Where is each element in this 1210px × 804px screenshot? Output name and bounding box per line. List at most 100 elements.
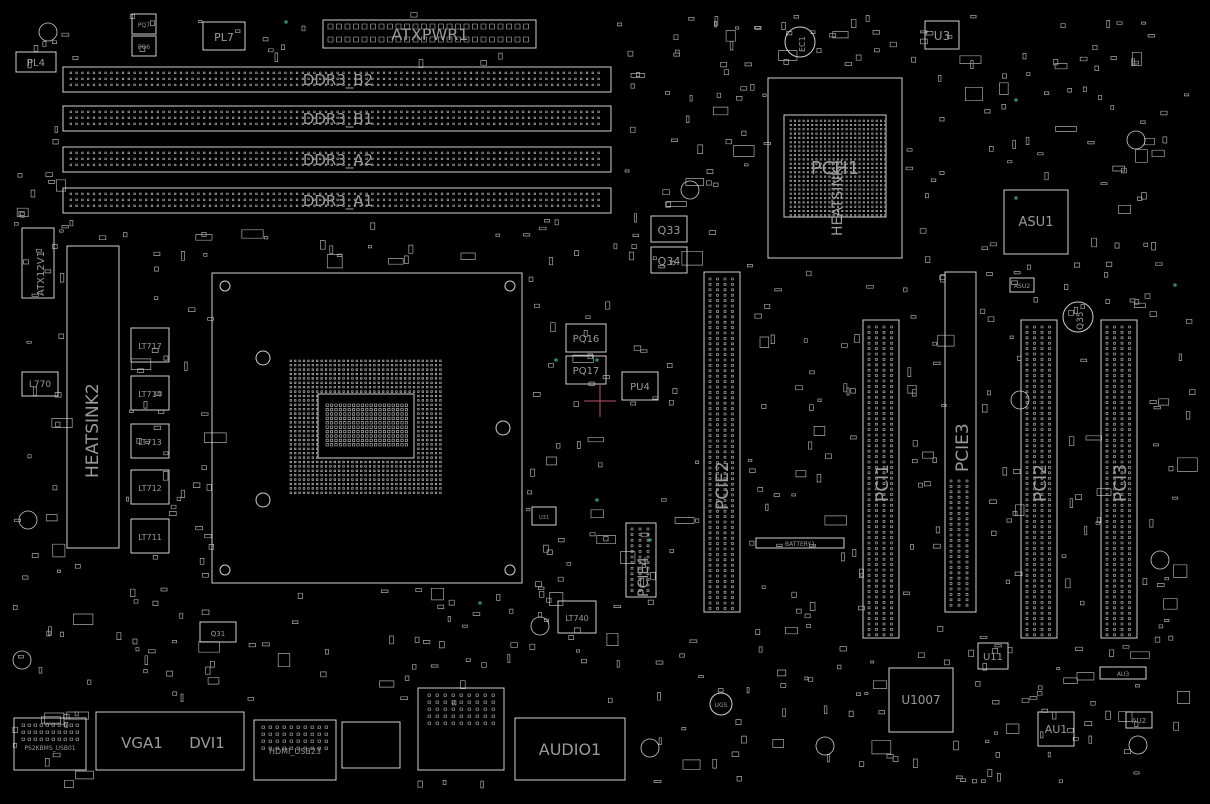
label-lt713: LT713 — [138, 438, 162, 447]
ddr3-slot-a1: DDR3_A1 — [62, 187, 612, 214]
label-u11: U11 — [983, 652, 1003, 663]
label-lt714: LT714 — [138, 390, 162, 399]
port-hdmi-usb23: HDMI_USB23 — [253, 719, 337, 781]
chip-au1: AU1 — [1037, 711, 1075, 747]
mosfet-pq7: PQ7 — [131, 13, 157, 35]
choke-lt717: LT717 — [130, 327, 170, 363]
chip-ugs: UGS — [709, 692, 733, 716]
label-ugs: UGS — [715, 702, 728, 709]
label-pq7: PQ7 — [138, 22, 150, 29]
inductor-l770: L770 — [21, 371, 59, 397]
label-battery1: BATTERY1 — [785, 541, 815, 548]
label-pcie2: PCIE2 — [713, 461, 733, 510]
label-pl7: PL7 — [214, 31, 234, 44]
choke-lt714: LT714 — [130, 375, 170, 411]
label-ddr3-a2: DDR3_A2 — [303, 151, 373, 170]
crosshair-marker — [584, 385, 616, 417]
inductor-pl7: PL7 — [202, 21, 246, 51]
label-heatsink1: HEATSINK1 — [830, 158, 846, 236]
decorative-components — [12, 12, 1198, 789]
label-ps2kbms: PS2KBMS_USB01 — [24, 745, 75, 752]
label-pcie3: PCIE3 — [953, 423, 973, 472]
label-lt712: LT712 — [138, 484, 162, 493]
label-dvi1: DVI1 — [189, 734, 225, 752]
chip-u31: U31 — [531, 506, 557, 526]
chip-pu4: PU4 — [621, 371, 659, 401]
slot-pci2: PCI2 — [1020, 319, 1058, 639]
pch-chip: PCH1 HEATSINK1 — [767, 77, 903, 259]
slot-pcie4: PCIE4 — [625, 522, 657, 598]
label-atx12v1: ATX12V1 — [36, 251, 47, 296]
atx-power-connector: ATXPWR1 — [322, 19, 537, 49]
label-pci1: PCI1 — [873, 464, 893, 502]
chip-u11: U11 — [977, 642, 1009, 670]
choke-lt711: LT711 — [130, 518, 170, 554]
label-pci2: PCI2 — [1031, 464, 1051, 502]
transistor-q35: Q35 — [1062, 301, 1094, 333]
label-u1007: U1007 — [901, 693, 940, 707]
label-ec1: EC1 — [798, 36, 807, 52]
label-au2: AU2 — [1132, 717, 1146, 725]
port-vga-dvi: VGA1 DVI1 — [95, 711, 245, 771]
label-q31: Q31 — [211, 630, 225, 638]
label-lt711: LT711 — [138, 533, 162, 542]
cpu-pin-array — [289, 359, 442, 494]
ddr3-slot-a2: DDR3_A2 — [62, 146, 612, 173]
slot-pcie2: PCIE2 — [703, 271, 741, 613]
label-pu4: PU4 — [630, 382, 650, 393]
major-components: ATXPWR1 DDR3_B2 DDR3_B1 DDR3_A2 DDR3_A1 … — [13, 13, 1153, 781]
chip-asu1: ASU1 — [1003, 189, 1069, 255]
mosfet-pq6: PQ6 — [131, 35, 157, 57]
ddr3-slot-b2: DDR3_B2 — [62, 66, 612, 93]
choke-lt713: LT713 — [130, 423, 170, 459]
label-pcie4: PCIE4 — [636, 557, 652, 597]
label-pch1: PCH1 — [811, 158, 859, 179]
label-lt717: LT717 — [138, 342, 162, 351]
slot-pcie3: PCIE3 — [944, 271, 977, 613]
mosfet-pq16: PQ16 — [565, 323, 607, 353]
transistor-q33: Q33 — [650, 215, 688, 243]
port-ps2kbms-usb01: PS2KBMS_USB01 — [13, 717, 87, 771]
label-heatsink2: HEATSINK2 — [83, 383, 103, 478]
label-pl4: PL4 — [27, 58, 45, 69]
chip-u3: U3 — [924, 20, 960, 50]
cpu-socket — [211, 272, 523, 584]
label-ddr3-b2: DDR3_B2 — [303, 71, 373, 90]
port-audio1: AUDIO1 — [514, 717, 626, 781]
label-pq6: PQ6 — [138, 44, 150, 51]
vrm-heatsink2: HEATSINK2 — [66, 245, 120, 549]
label-pci3: PCI3 — [1111, 464, 1131, 502]
chip-au2: AU2 — [1125, 711, 1153, 729]
label-ddr3-a1: DDR3_A1 — [303, 192, 373, 211]
label-asu2: ASU2 — [1014, 283, 1030, 290]
choke-lt740: LT740 — [557, 600, 597, 634]
connector-atx12v1: ATX12V1 — [21, 227, 55, 299]
label-asu1: ASU1 — [1019, 215, 1054, 230]
label-pq16: PQ16 — [573, 334, 600, 345]
label-au3: AU3 — [1117, 671, 1129, 678]
battery1: BATTERY1 — [755, 537, 845, 549]
label-u3: U3 — [934, 29, 950, 43]
slot-pci1: PCI1 — [862, 319, 900, 639]
transistor-q31: Q31 — [199, 621, 237, 643]
transistor-q34: Q34 — [650, 246, 688, 274]
choke-lt712: LT712 — [130, 469, 170, 505]
label-hdmi-usb23: HDMI_USB23 — [269, 747, 321, 756]
chip-au3: AU3 — [1099, 666, 1147, 680]
label-pq17: PQ17 — [573, 366, 600, 377]
label-lt740: LT740 — [565, 614, 589, 623]
mosfet-pq17: PQ17 — [565, 355, 607, 385]
label-q35: Q35 — [1076, 311, 1086, 330]
chip-asu2: ASU2 — [1009, 277, 1035, 293]
label-u31: U31 — [539, 515, 549, 521]
inductor-pl4: PL4 — [15, 51, 57, 73]
port-usb-lan — [341, 687, 505, 771]
label-vga1: VGA1 — [121, 734, 163, 752]
label-l770: L770 — [29, 380, 51, 390]
label-au1: AU1 — [1045, 723, 1068, 736]
label-q34: Q34 — [658, 255, 681, 268]
slot-pci3: PCI3 — [1100, 319, 1138, 639]
label-audio1: AUDIO1 — [539, 740, 601, 759]
